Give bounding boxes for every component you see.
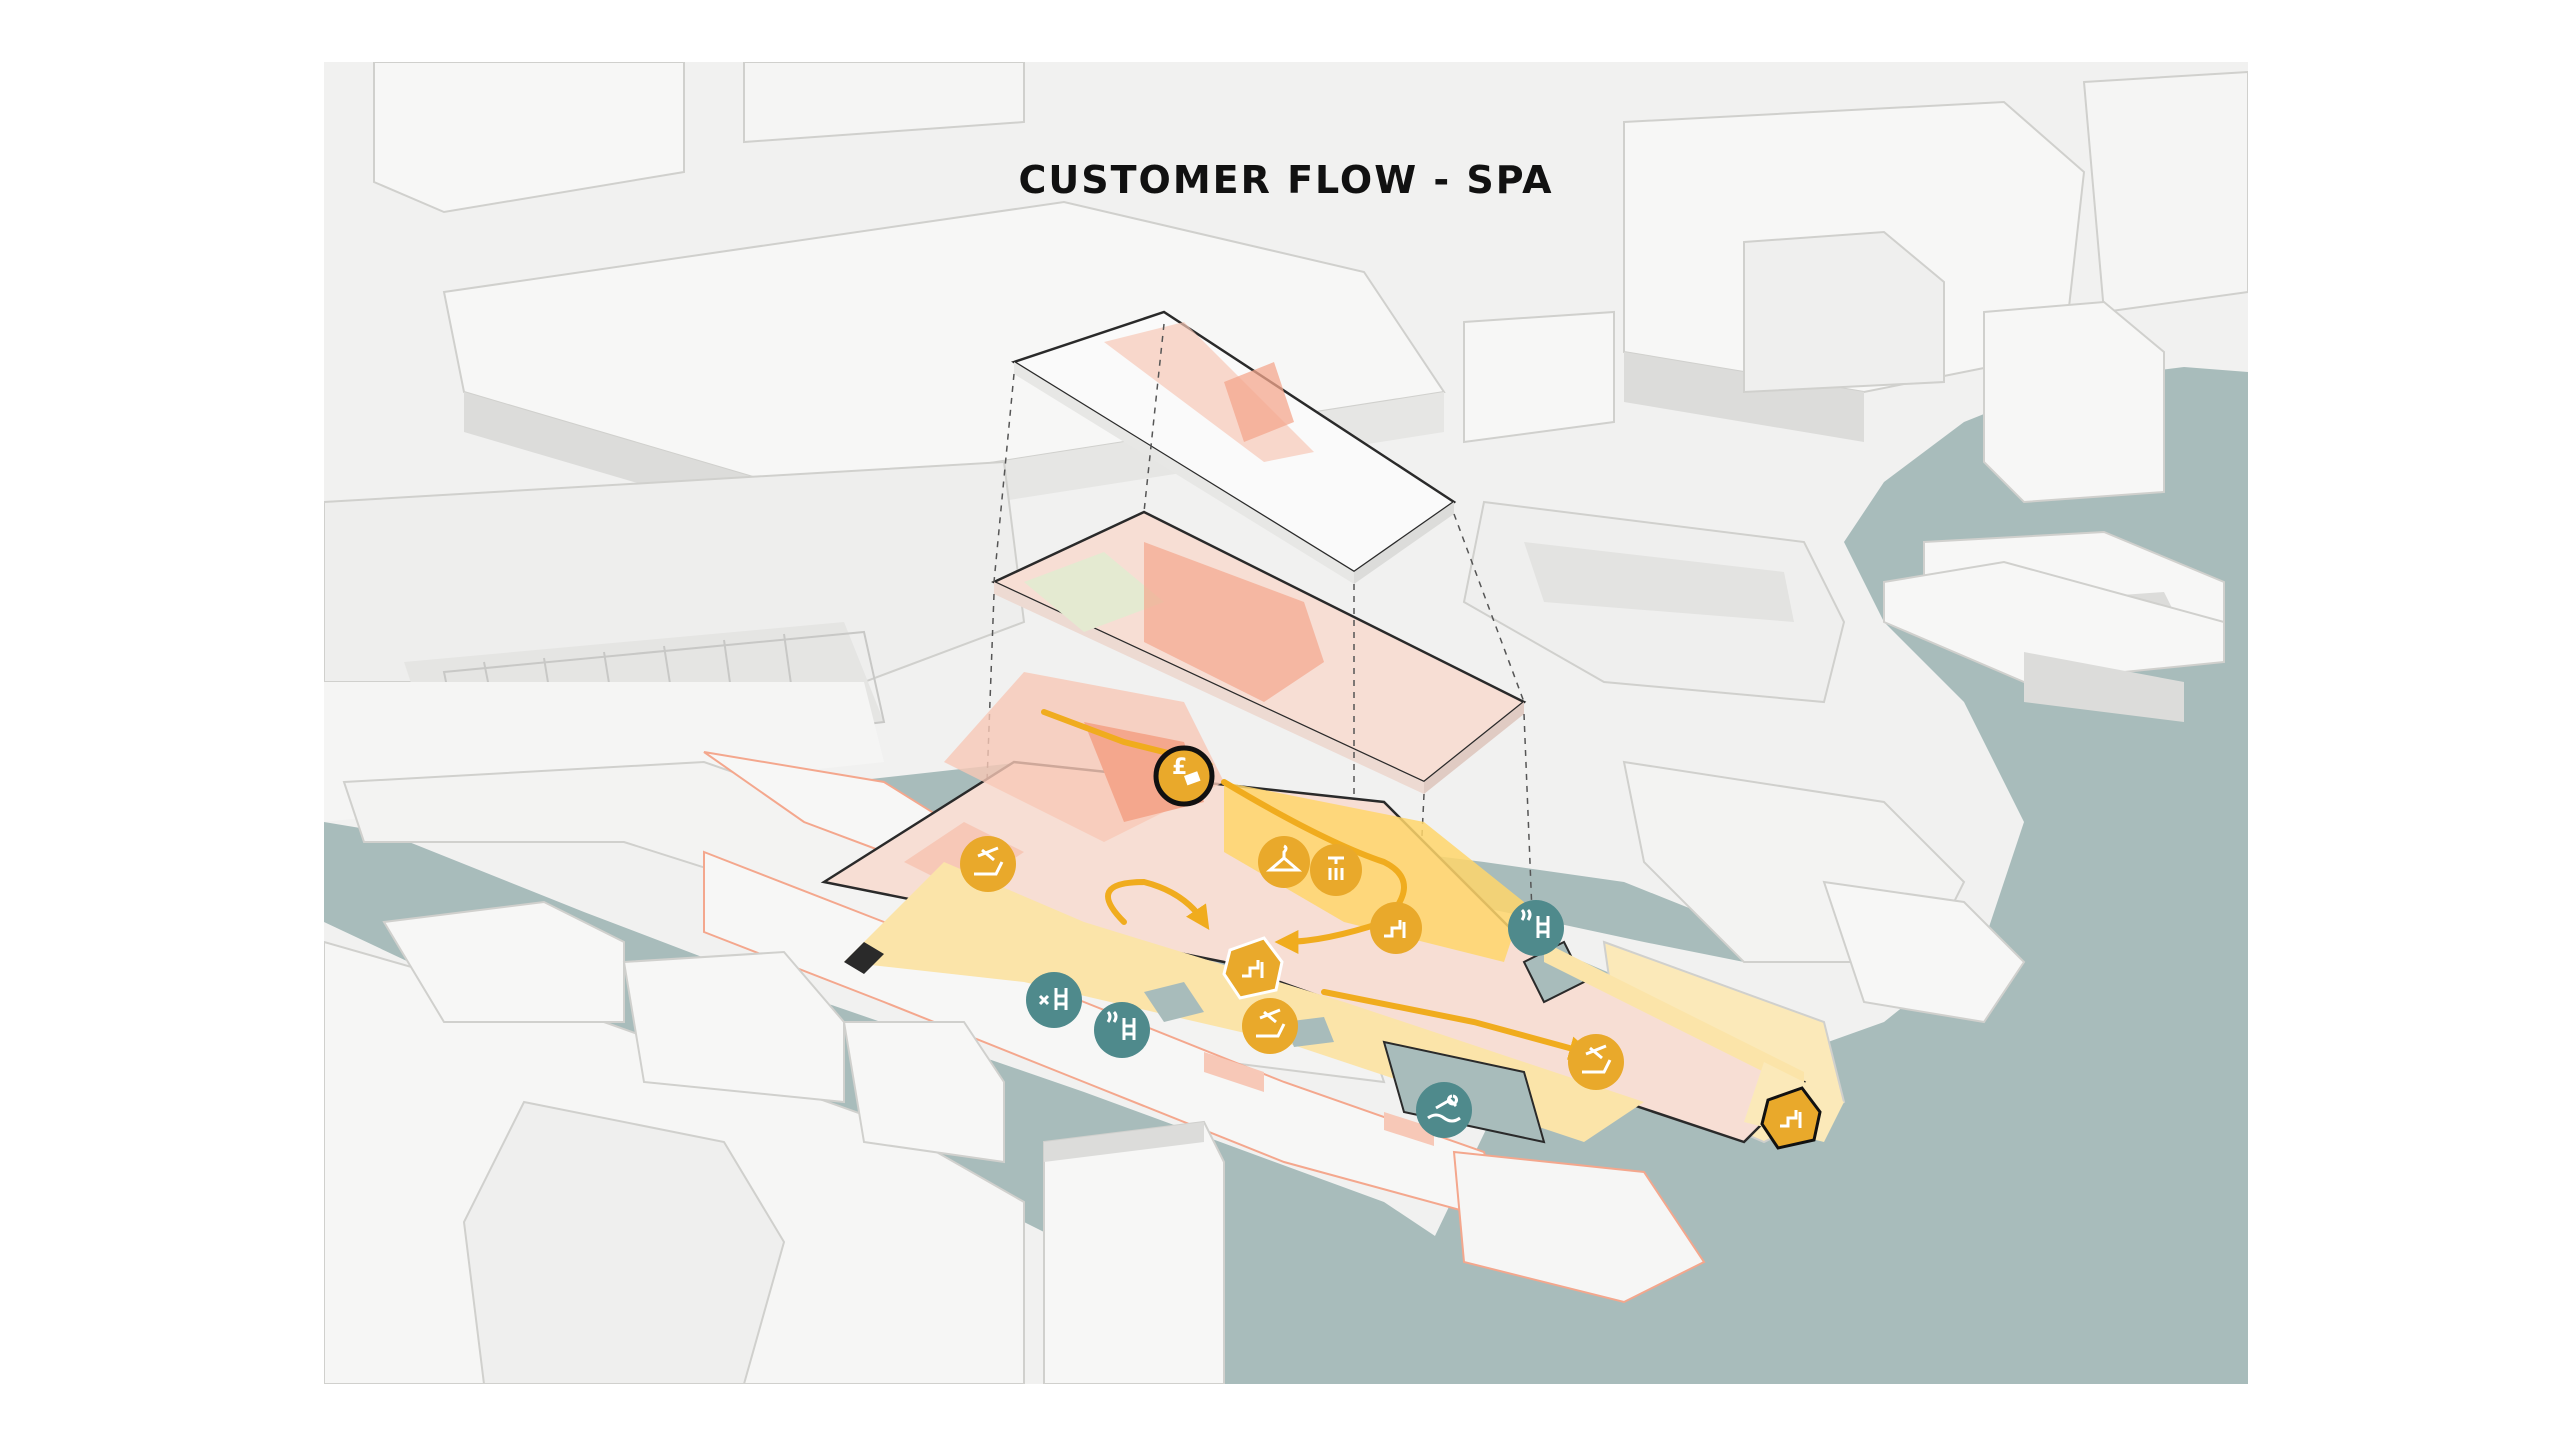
sunbed-icon xyxy=(1242,998,1298,1054)
diagram-frame: £ xyxy=(324,62,2248,1384)
diagram-title: CUSTOMER FLOW - SPA xyxy=(1018,158,1554,202)
sauna-icon xyxy=(1370,902,1422,954)
right-bridge xyxy=(1883,560,2225,722)
sauna-icon xyxy=(1222,936,1284,1000)
swimming-icon xyxy=(1416,1082,1472,1138)
customer-flow-arrows xyxy=(1041,709,1594,1060)
sunbed-icon xyxy=(1568,1034,1624,1090)
payment-icon: £ xyxy=(1153,745,1215,807)
changing-room-icon xyxy=(1258,836,1310,888)
hot-pool-icon xyxy=(1094,1002,1150,1058)
shower-icon xyxy=(1310,844,1362,896)
hot-pool-icon xyxy=(1508,900,1564,956)
sunbed-icon xyxy=(960,836,1016,892)
payment-icon-glyph: £ xyxy=(1172,755,1187,780)
foreground-buildings xyxy=(324,900,1225,1384)
cold-pool-icon xyxy=(1026,972,1082,1028)
sauna-icon xyxy=(1760,1086,1822,1150)
middle-level-plate xyxy=(991,510,1527,794)
site-axonometric: £ xyxy=(324,62,2248,1384)
upper-level-plate xyxy=(1011,310,1457,584)
